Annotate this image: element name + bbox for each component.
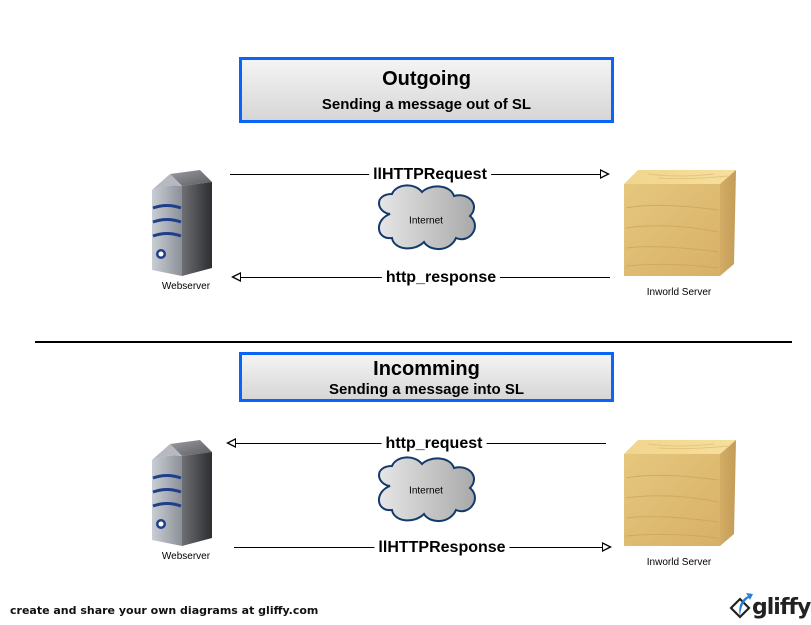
arrowhead-left-icon: [231, 272, 241, 282]
server-icon: [152, 440, 212, 546]
section-title: Incomming: [373, 358, 480, 380]
arrow-label: llHTTPResponse: [374, 539, 510, 557]
webserver-label: Webserver: [161, 551, 211, 562]
inworld-server-label: Inworld Server: [646, 287, 712, 298]
section-title: Outgoing: [382, 68, 471, 90]
arrowhead-left-icon: [226, 438, 236, 448]
cloud-label: Internet: [409, 485, 443, 497]
server-icon: [152, 170, 212, 276]
section-subtitle: Sending a message into SL: [328, 381, 525, 398]
arrow-label: http_response: [381, 269, 501, 287]
section-subtitle: Sending a message out of SL: [321, 96, 532, 113]
footer-promo-link[interactable]: create and share your own diagrams at gl…: [10, 604, 319, 617]
cloud-icon: [378, 456, 476, 522]
inworld-server-label: Inworld Server: [646, 557, 712, 568]
gliffy-logo-icon[interactable]: [728, 592, 754, 620]
cloud-icon: [378, 184, 476, 250]
wooden-cube-icon: [624, 170, 736, 276]
arrowhead-right-icon: [600, 169, 610, 179]
incoming-title-box: Incomming Sending a message into SL: [239, 352, 614, 402]
arrowhead-right-icon: [602, 542, 612, 552]
cloud-label: Internet: [409, 215, 443, 227]
webserver-label: Webserver: [161, 281, 211, 292]
wooden-cube-icon: [624, 440, 736, 546]
outgoing-title-box: Outgoing Sending a message out of SL: [239, 57, 614, 123]
arrow-label: llHTTPRequest: [369, 166, 491, 184]
section-divider: [35, 341, 792, 343]
gliffy-logo-text[interactable]: gliffy: [752, 595, 811, 620]
arrow-label: http_request: [381, 435, 487, 453]
